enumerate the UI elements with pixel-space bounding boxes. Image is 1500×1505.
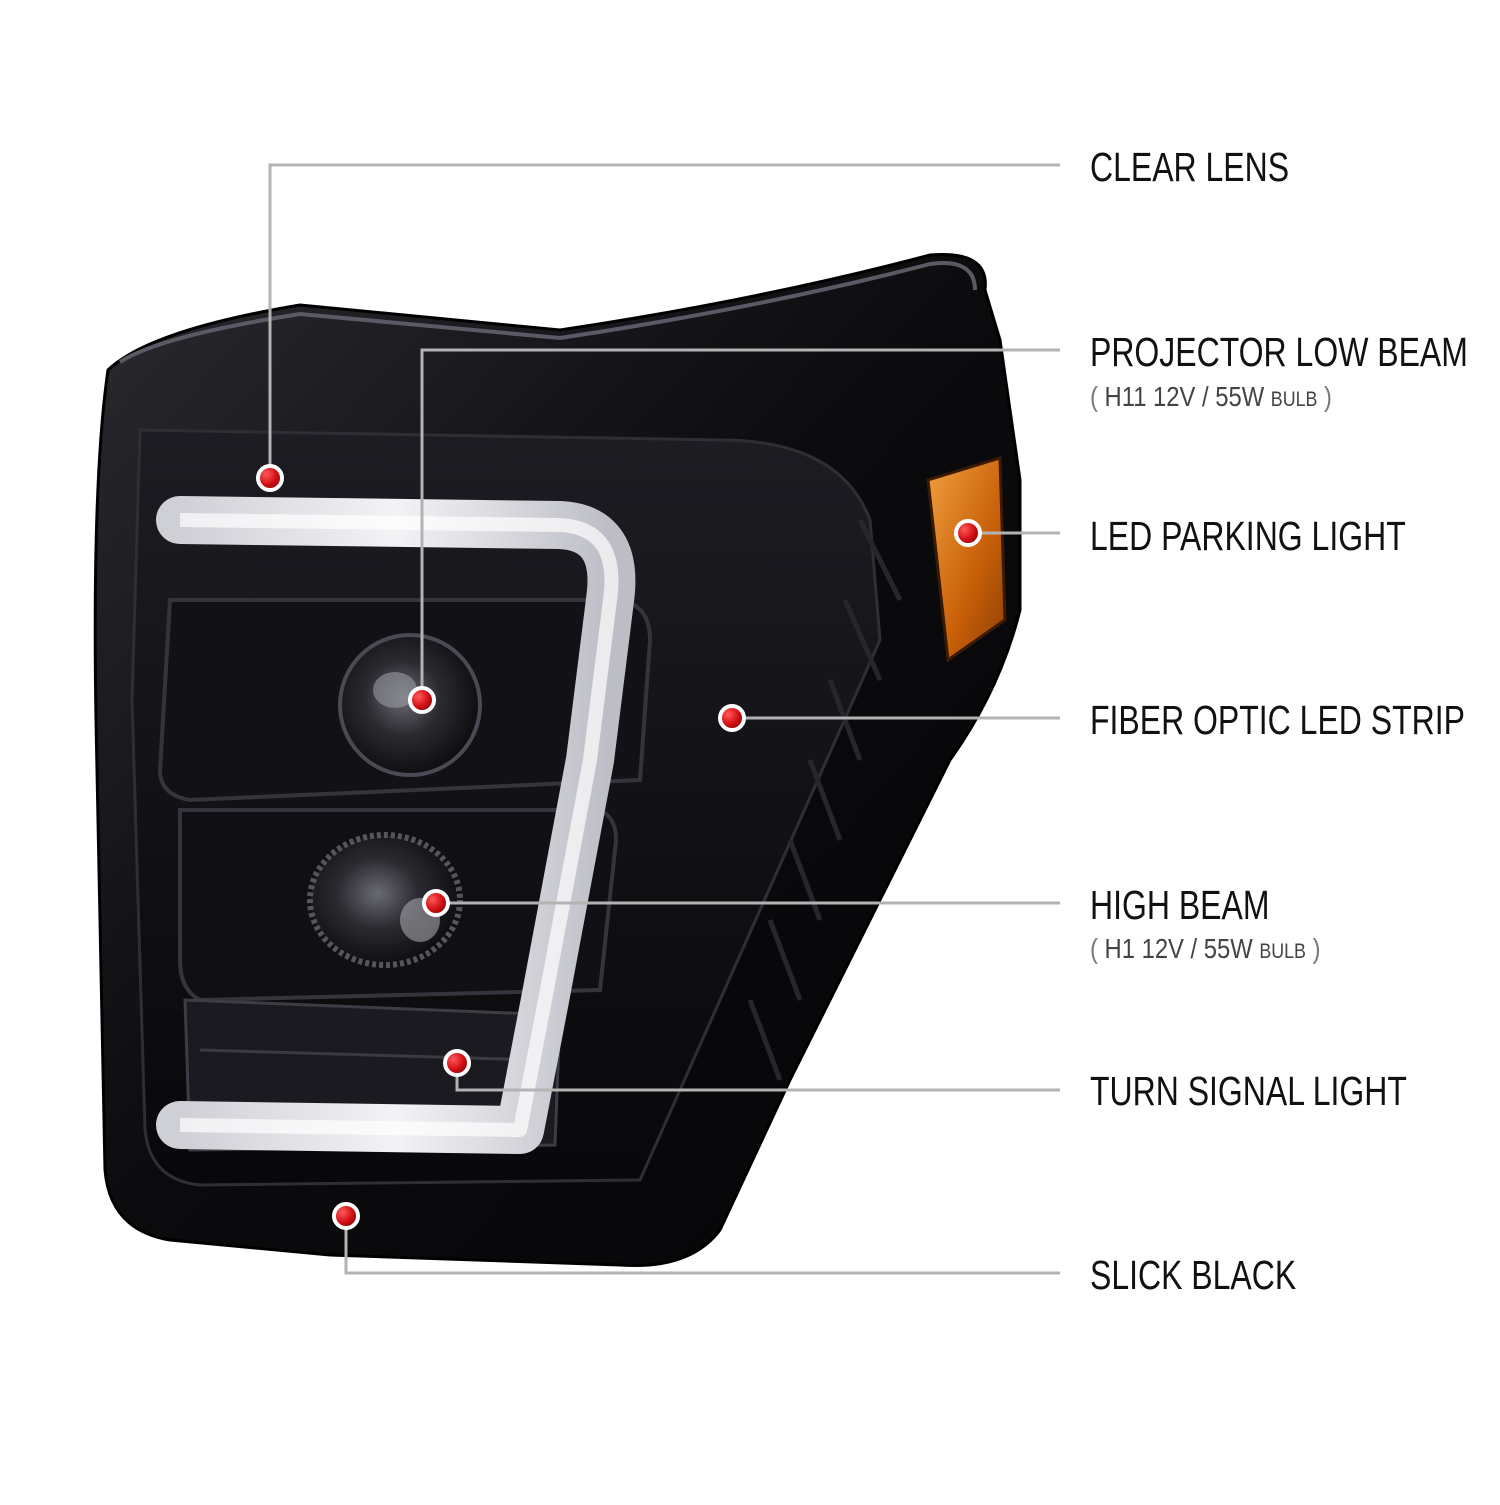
marker-clear-lens bbox=[256, 464, 284, 492]
amber-parking-light bbox=[926, 455, 1007, 663]
marker-turn-signal-light bbox=[443, 1049, 471, 1077]
sub-bulb-unit: BULB bbox=[1270, 388, 1318, 411]
callout-sub-projector-low-beam: ( H11 12V / 55W BULB ) bbox=[1090, 383, 1332, 411]
callout-label-projector-low-beam: PROJECTOR LOW BEAM bbox=[1090, 329, 1468, 375]
housing-fins bbox=[747, 518, 903, 1081]
sub-close-paren: ) bbox=[1324, 381, 1332, 412]
fiber-optic-strip-highlight bbox=[179, 513, 619, 1137]
callout-label-slick-black: SLICK BLACK bbox=[1090, 1252, 1297, 1298]
sub-bulb-spec: H11 12V / 55W bbox=[1104, 381, 1265, 412]
callout-label-fiber-optic-led-strip: FIBER OPTIC LED STRIP bbox=[1090, 697, 1465, 743]
callout-label-high-beam: HIGH BEAM bbox=[1090, 882, 1270, 928]
callout-label-turn-signal-light: TURN SIGNAL LIGHT bbox=[1090, 1068, 1407, 1114]
markers bbox=[256, 464, 982, 1230]
marker-led-parking-light bbox=[954, 519, 982, 547]
marker-fiber-optic-led-strip bbox=[718, 704, 746, 732]
marker-projector-low-beam bbox=[408, 686, 436, 714]
sub-bulb-unit: BULB bbox=[1259, 940, 1306, 963]
projector-lens-glare bbox=[373, 672, 417, 708]
sub-open-paren: ( bbox=[1090, 933, 1098, 964]
leader-line-clear-lens bbox=[268, 163, 1060, 478]
sub-bulb-spec: H1 12V / 55W bbox=[1104, 933, 1253, 964]
turn-signal-rib bbox=[199, 1048, 541, 1062]
marker-slick-black bbox=[332, 1202, 360, 1230]
callout-sub-high-beam: ( H1 12V / 55W BULB ) bbox=[1090, 935, 1320, 963]
callout-label-led-parking-light: LED PARKING LIGHT bbox=[1090, 513, 1406, 559]
leader-line-projector-low-beam bbox=[420, 348, 1060, 700]
leader-line-slick-black bbox=[344, 1216, 1060, 1275]
marker-high-beam bbox=[422, 889, 450, 917]
sub-open-paren: ( bbox=[1090, 381, 1098, 412]
callout-label-clear-lens: CLEAR LENS bbox=[1090, 144, 1290, 190]
housing-top-rim bbox=[118, 261, 977, 364]
sub-close-paren: ) bbox=[1312, 933, 1321, 964]
